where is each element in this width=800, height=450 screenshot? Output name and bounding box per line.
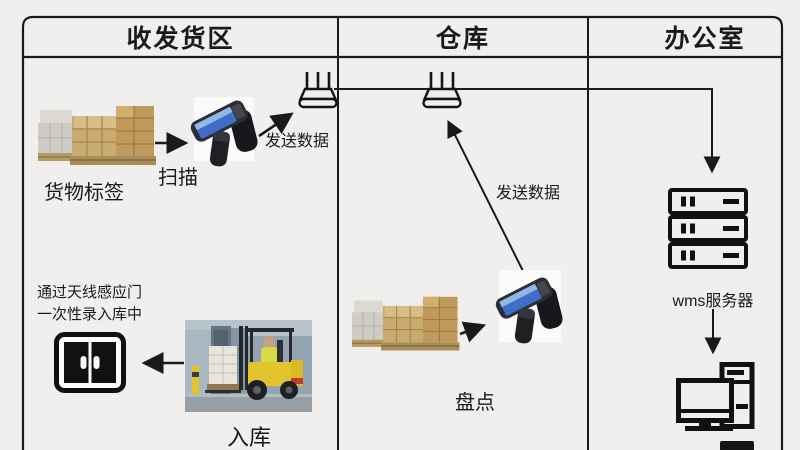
zone-header-office: 办公室 [664,25,746,53]
antenna-note: 通过天线感应门 一次性录入库中 [37,282,142,326]
cargo-tags-label: 货物标签 [44,182,124,204]
zone-header-receiving: 收发货区 [126,25,235,53]
wms-server-label: wms服务器 [672,293,754,310]
stocktake-arrow [459,321,487,343]
inbound-label: 入库 [227,425,272,450]
pallet-goods-receiving [37,105,157,166]
stocktake-label: 盘点 [455,392,495,414]
wifi-router-icon-warehouse [422,70,462,109]
router-to-server-line [334,88,721,174]
sensor-gate-door-icon [54,332,126,393]
pallet-goods-warehouse [351,296,461,352]
keyboard-icon-partial [720,441,754,450]
send-data-label-warehouse: 发送数据 [496,185,561,202]
forklift-inbound-photo [185,320,312,412]
wifi-router-icon-receiving [298,70,338,109]
send-data-label-receiving: 发送数据 [265,133,330,150]
zone-header-warehouse: 仓库 [435,25,490,53]
antenna-note-line2: 一次性录入库中 [37,306,143,323]
send-data-arrow-warehouse [447,119,529,282]
scan-label: 扫描 [158,167,198,189]
connector-arrows [141,88,722,375]
antenna-note-line1: 通过天线感应门 [37,284,143,301]
send-data-arrow-receiving [258,112,294,138]
desktop-computer-icon [676,362,755,431]
server-rack-icon [668,188,748,269]
